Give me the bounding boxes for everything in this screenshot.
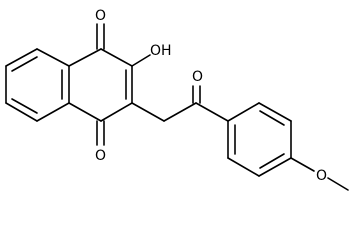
bond [327,177,349,191]
methoxy-oxygen-label: O [316,168,327,184]
bond [163,102,197,122]
bond [258,157,292,177]
oxygen-top-label: O [95,8,106,24]
bond [131,54,151,67]
bond [36,102,70,122]
hydroxyl-label: OH [150,43,172,59]
bond [290,157,315,172]
bond [258,102,292,122]
bond [259,153,285,169]
bond [68,48,102,67]
label-layer: O OH O O O [95,8,327,184]
bond [227,157,260,177]
bond [100,102,133,122]
oxygen-bottom-label: O [95,148,106,164]
bond [36,48,70,67]
bond [5,102,38,122]
bond [227,102,260,122]
bond [259,110,285,126]
bond [11,56,38,72]
bond [100,48,133,67]
bond-layer [5,23,349,191]
bond [195,102,229,122]
bond [11,98,38,114]
bond [5,48,38,67]
bond [131,102,165,122]
ketone-oxygen-label: O [192,69,203,85]
bond [68,102,102,122]
